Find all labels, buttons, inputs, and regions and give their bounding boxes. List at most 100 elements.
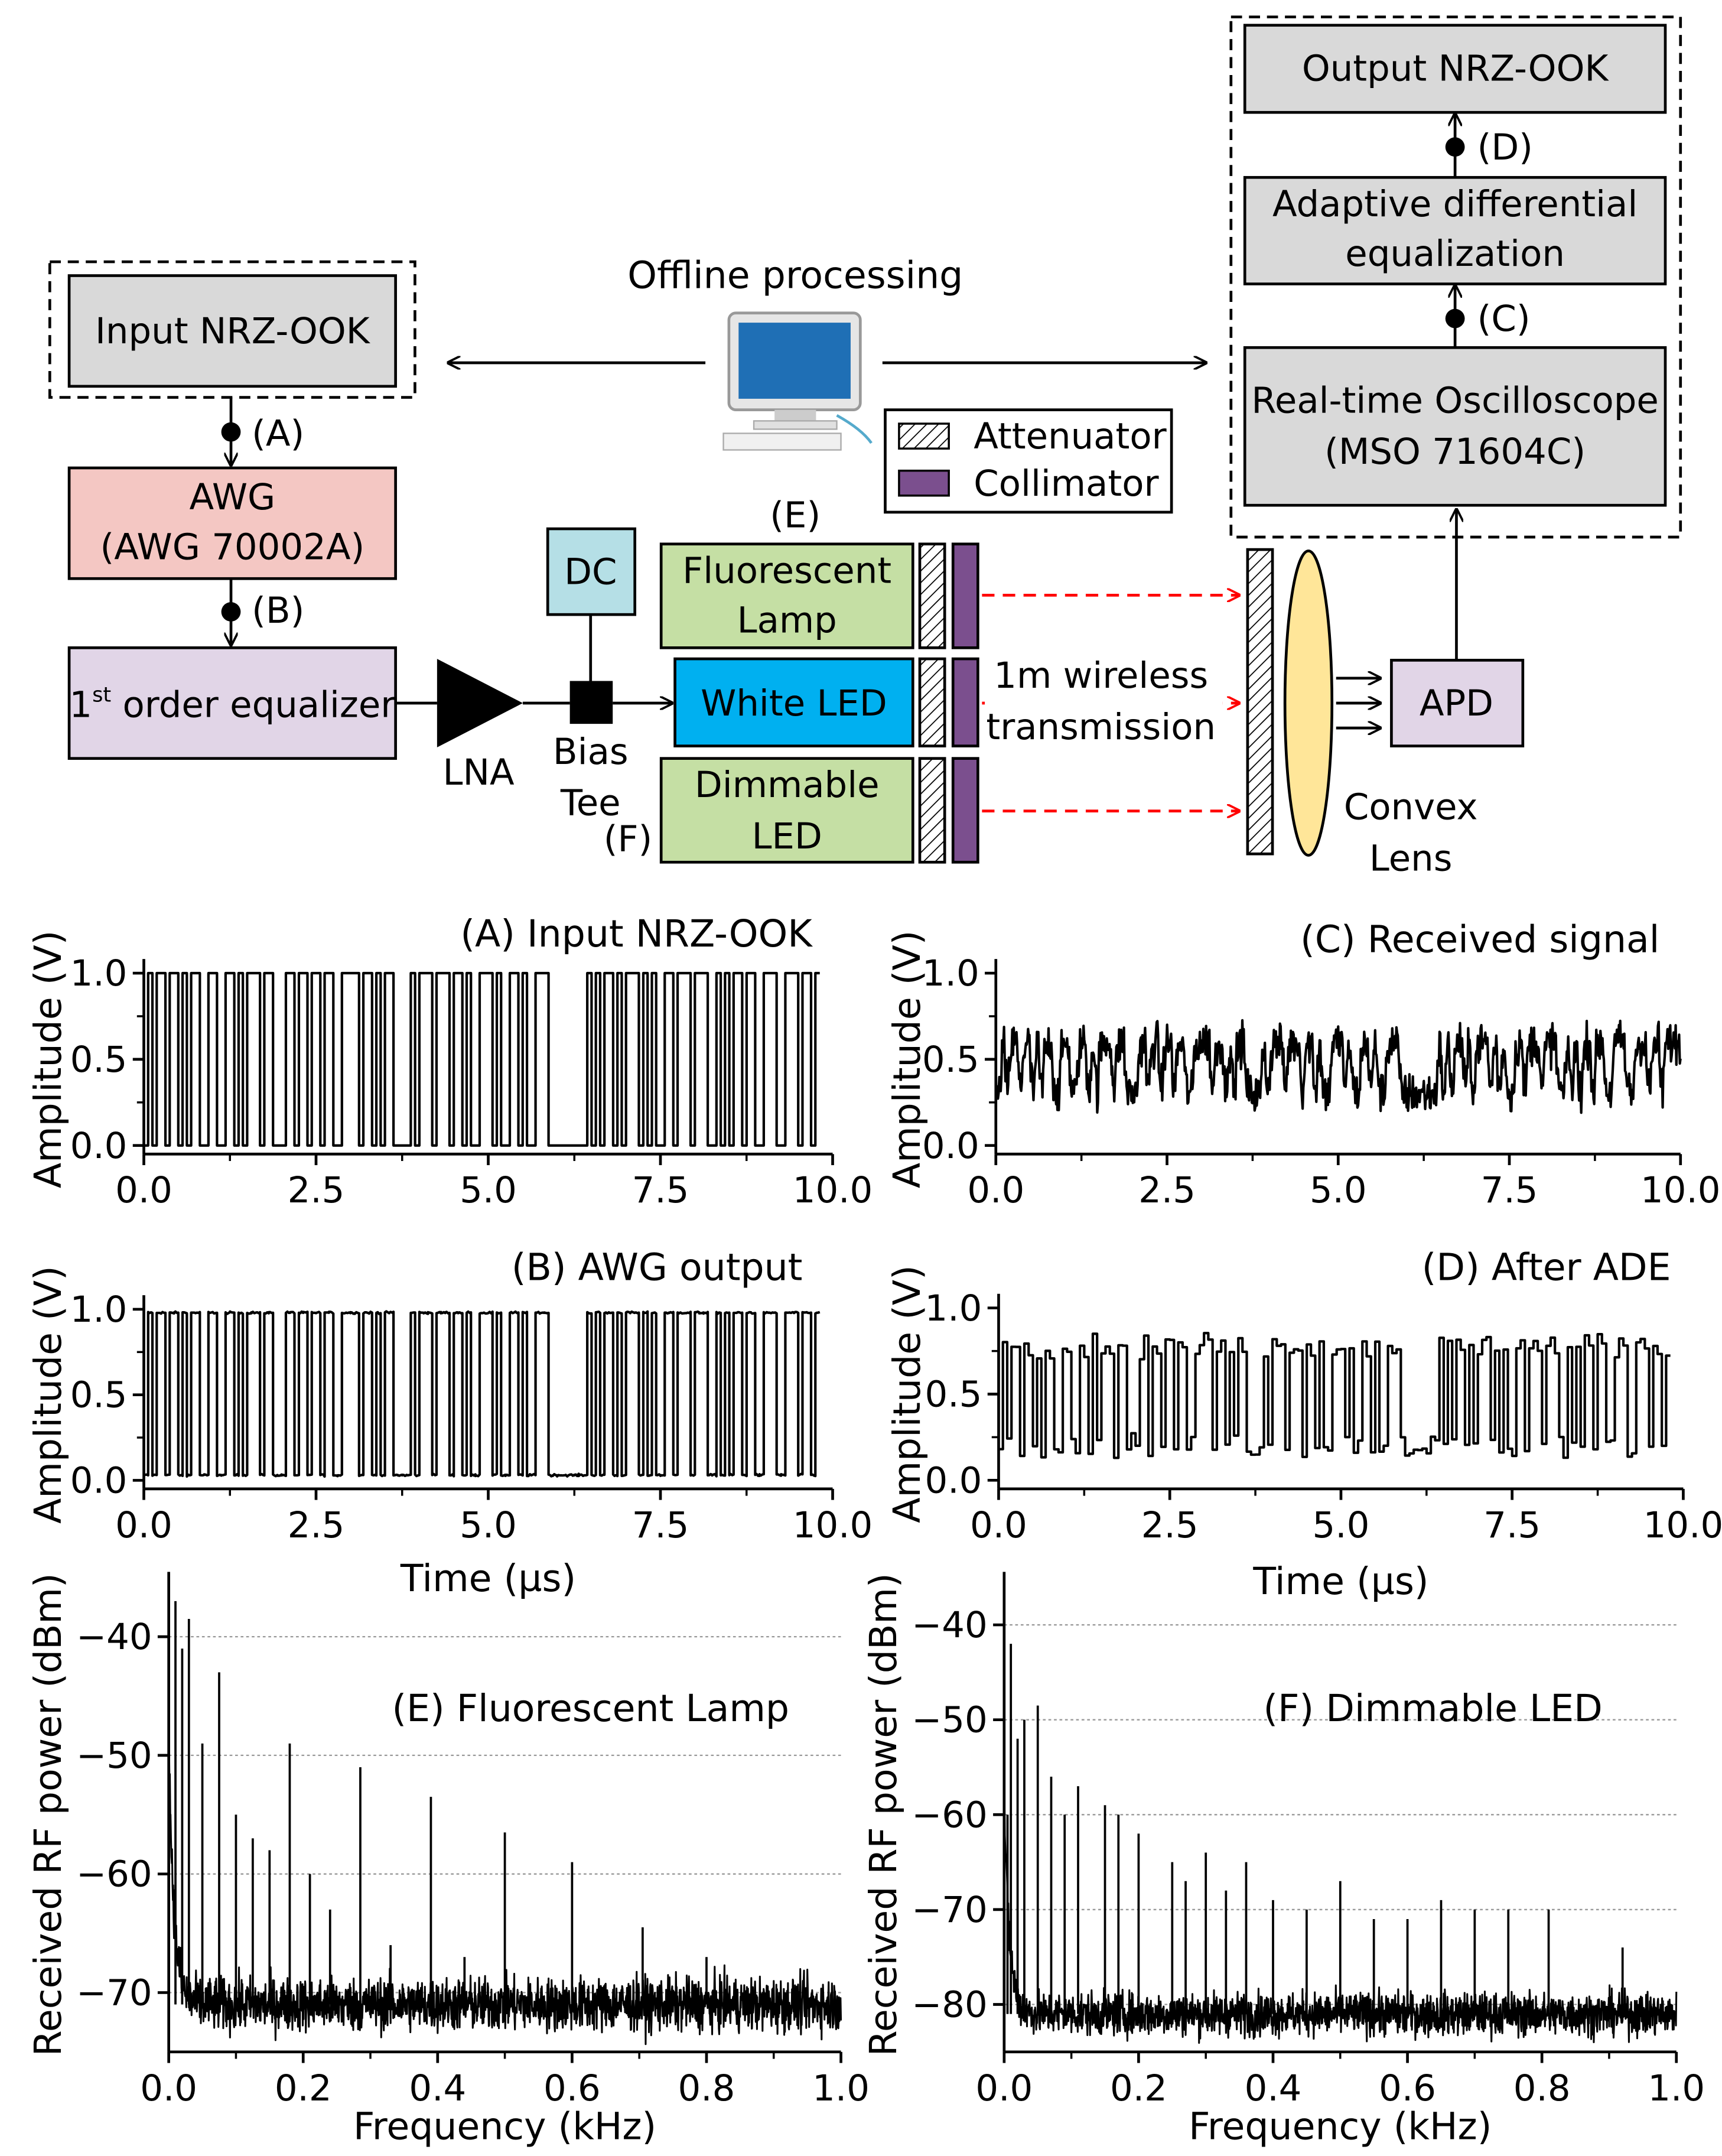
x-tick-label: 1.0 <box>812 2067 870 2109</box>
x-tick-label: 2.5 <box>1138 1169 1196 1211</box>
y-tick-label: −60 <box>76 1853 152 1895</box>
x-tick-label: 0.0 <box>115 1504 172 1546</box>
y-tick-label: 0.0 <box>70 1459 128 1501</box>
convex-label-2: Lens <box>1369 837 1453 879</box>
white-led-box <box>673 657 914 747</box>
x-axis-label: Time (µs) <box>1252 1559 1428 1603</box>
x-tick-label: 0.8 <box>678 2067 735 2109</box>
x-axis-label: Frequency (kHz) <box>353 2104 656 2148</box>
y-axis-label: Received RF power (dBm) <box>26 1573 70 2056</box>
node-A <box>221 422 241 442</box>
label-A: (A) <box>252 412 304 454</box>
y-tick-label: 0.0 <box>922 1125 979 1167</box>
label-E: (E) <box>770 495 821 536</box>
x-tick-label: 10.0 <box>1643 1504 1722 1546</box>
x-tick-label: 7.5 <box>1481 1169 1538 1211</box>
x-tick-label: 5.0 <box>1310 1169 1367 1211</box>
ade-label-1: Adaptive differential <box>1272 183 1638 225</box>
node-D <box>1445 137 1465 157</box>
wireless-label-1: 1m wireless <box>994 655 1208 697</box>
label-F: (F) <box>604 818 652 860</box>
y-tick-label: 1.0 <box>922 952 979 994</box>
x-tick-label: 0.4 <box>409 2067 466 2109</box>
awg-label: AWG <box>190 476 276 518</box>
dimmable-led-box <box>659 757 914 864</box>
x-tick-label: 0.0 <box>140 2067 197 2109</box>
awg-box <box>67 466 397 580</box>
attenuator-1 <box>918 542 946 649</box>
node-B <box>221 602 241 622</box>
chart-title: (A) Input NRZ-OOK <box>460 912 813 955</box>
y-tick-label: −50 <box>912 1699 987 1741</box>
y-tick-label: 0.5 <box>925 1374 982 1416</box>
x-axis-label: Frequency (kHz) <box>1189 2104 1492 2148</box>
y-axis-label: Received RF power (dBm) <box>861 1573 905 2056</box>
receiver-dashed-frame <box>1229 15 1682 539</box>
input-box <box>67 274 397 388</box>
y-tick-label: −60 <box>912 1794 987 1836</box>
y-tick-label: −70 <box>912 1889 987 1931</box>
label-D: (D) <box>1477 126 1533 168</box>
y-tick-label: 0.5 <box>70 1039 128 1081</box>
label-C: (C) <box>1477 298 1531 340</box>
y-tick-label: 1.0 <box>70 1289 128 1331</box>
y-axis-label: Amplitude (V) <box>885 1265 929 1523</box>
x-tick-label: 7.5 <box>632 1504 689 1546</box>
legend-attenuator-label: Attenuator <box>974 415 1167 457</box>
input-box-label: Input NRZ-OOK <box>95 310 371 352</box>
x-tick-label: 0.2 <box>1110 2067 1167 2109</box>
x-tick-label: 2.5 <box>288 1169 345 1211</box>
series-line <box>994 1019 1682 1114</box>
oscilloscope-label-1: Real-time Oscilloscope <box>1251 379 1659 421</box>
chart-title: (D) After ADE <box>1422 1245 1671 1289</box>
y-axis-label: Amplitude (V) <box>26 1266 70 1524</box>
block-diagram: Offline processing Input NRZ-OOK (A) AWG… <box>48 15 1682 879</box>
lna-label: LNA <box>443 752 515 794</box>
oscilloscope-box <box>1243 346 1667 507</box>
x-tick-label: 5.0 <box>1313 1504 1370 1546</box>
charts: 0.0 2.5 5.0 7.5 10.0 0.0 0.5 1.0 (A) Input NRZ-O… <box>26 912 1722 2148</box>
y-tick-label: −80 <box>912 1984 987 2026</box>
x-tick-label: 0.8 <box>1513 2067 1571 2109</box>
x-tick-label: 5.0 <box>460 1504 517 1546</box>
apd-label: APD <box>1420 682 1493 724</box>
y-tick-label: 0.0 <box>70 1125 128 1167</box>
fluorescent-lamp-box <box>659 542 914 649</box>
lna-amplifier <box>437 659 523 747</box>
x-tick-label: 7.5 <box>1483 1504 1541 1546</box>
attenuator-3 <box>918 757 946 864</box>
collimator-3 <box>951 757 979 864</box>
apd-box <box>1390 659 1525 747</box>
x-tick-label: 10.0 <box>793 1504 873 1546</box>
ade-label-2: equalization <box>1345 233 1565 275</box>
attenuator-2 <box>918 657 946 747</box>
white-led-label: White LED <box>701 682 887 724</box>
x-axis-label: Time (µs) <box>400 1556 576 1600</box>
y-tick-label: 0.5 <box>70 1374 128 1416</box>
x-tick-label: 5.0 <box>460 1169 517 1211</box>
x-tick-label: 1.0 <box>1648 2067 1705 2109</box>
x-tick-label: 10.0 <box>1640 1169 1721 1211</box>
x-tick-label: 0.0 <box>967 1169 1024 1211</box>
y-tick-label: 0.5 <box>922 1039 979 1081</box>
x-tick-label: 0.0 <box>975 2067 1033 2109</box>
x-tick-label: 0.0 <box>115 1169 172 1211</box>
y-tick-label: 1.0 <box>925 1287 982 1329</box>
chart-title: (B) AWG output <box>512 1245 803 1289</box>
chart-title: (F) Dimmable LED <box>1263 1686 1602 1730</box>
label-B: (B) <box>252 590 304 632</box>
x-tick-label: 7.5 <box>632 1169 689 1211</box>
bias-tee-label-1: Bias <box>553 731 629 773</box>
x-tick-label: 10.0 <box>793 1169 873 1211</box>
receiver-attenuator <box>1246 548 1274 856</box>
dimmable-label-1: Dimmable <box>695 764 880 806</box>
y-tick-label: −50 <box>76 1735 152 1777</box>
y-tick-label: 0.0 <box>925 1459 982 1501</box>
dc-label: DC <box>564 551 617 593</box>
y-axis-label: Amplitude (V) <box>26 931 70 1189</box>
y-tick-label: −40 <box>912 1604 987 1646</box>
